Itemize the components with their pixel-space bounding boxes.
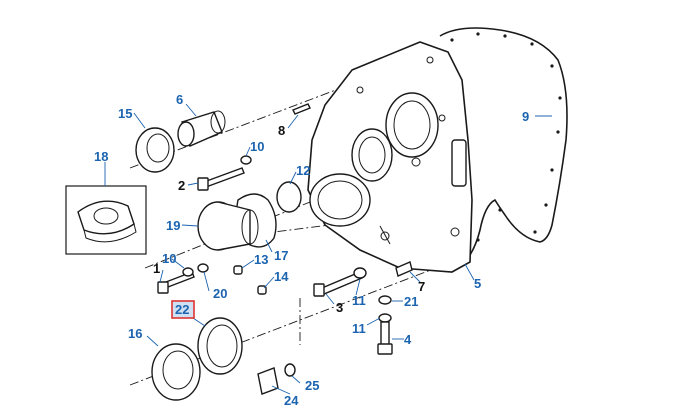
label-14: 14 — [274, 269, 289, 284]
screw-13 — [233, 265, 243, 275]
label-18: 18 — [94, 149, 108, 164]
label-8: 8 — [278, 123, 285, 138]
label-3: 3 — [336, 300, 343, 315]
label-11-top: 11 — [352, 293, 366, 308]
label-10-top: 10 — [250, 139, 264, 154]
label-25: 25 — [305, 378, 319, 393]
washer-21 — [378, 295, 392, 305]
cover-19 — [197, 201, 259, 251]
washer-20 — [197, 263, 209, 273]
label-21: 21 — [404, 294, 418, 309]
inset-18 — [65, 185, 147, 255]
label-17: 17 — [274, 248, 288, 263]
leader-lines — [104, 103, 552, 395]
oring-12 — [276, 181, 302, 213]
label-13: 13 — [254, 252, 268, 267]
label-19: 19 — [166, 218, 180, 233]
label-24: 24 — [284, 393, 299, 408]
washer-10-bottom — [182, 267, 194, 277]
label-1: 1 — [153, 261, 160, 276]
ring-16 — [151, 343, 201, 401]
label-16: 16 — [128, 326, 142, 341]
plug-24 — [257, 367, 279, 395]
pin-8 — [292, 103, 311, 115]
label-4: 4 — [404, 332, 412, 347]
seal-22 — [197, 317, 243, 375]
label-20: 20 — [213, 286, 227, 301]
label-12: 12 — [296, 163, 310, 178]
label-7: 7 — [418, 279, 425, 294]
bushing-6 — [177, 110, 226, 147]
washer-10-top — [240, 155, 252, 165]
part-labels: 15 6 8 9 10 12 18 2 19 17 10 1 13 14 20 … — [94, 92, 529, 408]
highlight-box-22 — [171, 300, 195, 319]
gasket-holes — [450, 32, 562, 242]
gasket-outline — [439, 27, 568, 263]
seal-15 — [135, 127, 175, 173]
label-6: 6 — [176, 92, 183, 107]
dowel-7 — [395, 261, 413, 277]
washer-11-bottom — [378, 313, 392, 323]
label-22: 22 — [175, 302, 189, 317]
label-15: 15 — [118, 106, 132, 121]
washer-11-top — [353, 267, 367, 279]
label-5: 5 — [474, 276, 481, 291]
bolt-2 — [197, 167, 245, 191]
label-2: 2 — [178, 178, 185, 193]
label-9: 9 — [522, 109, 529, 124]
label-10-bottom: 10 — [162, 251, 176, 266]
oring-25 — [284, 363, 296, 377]
bolt-4 — [377, 321, 393, 355]
gear-housing — [307, 41, 473, 273]
label-11-bottom: 11 — [352, 321, 366, 336]
